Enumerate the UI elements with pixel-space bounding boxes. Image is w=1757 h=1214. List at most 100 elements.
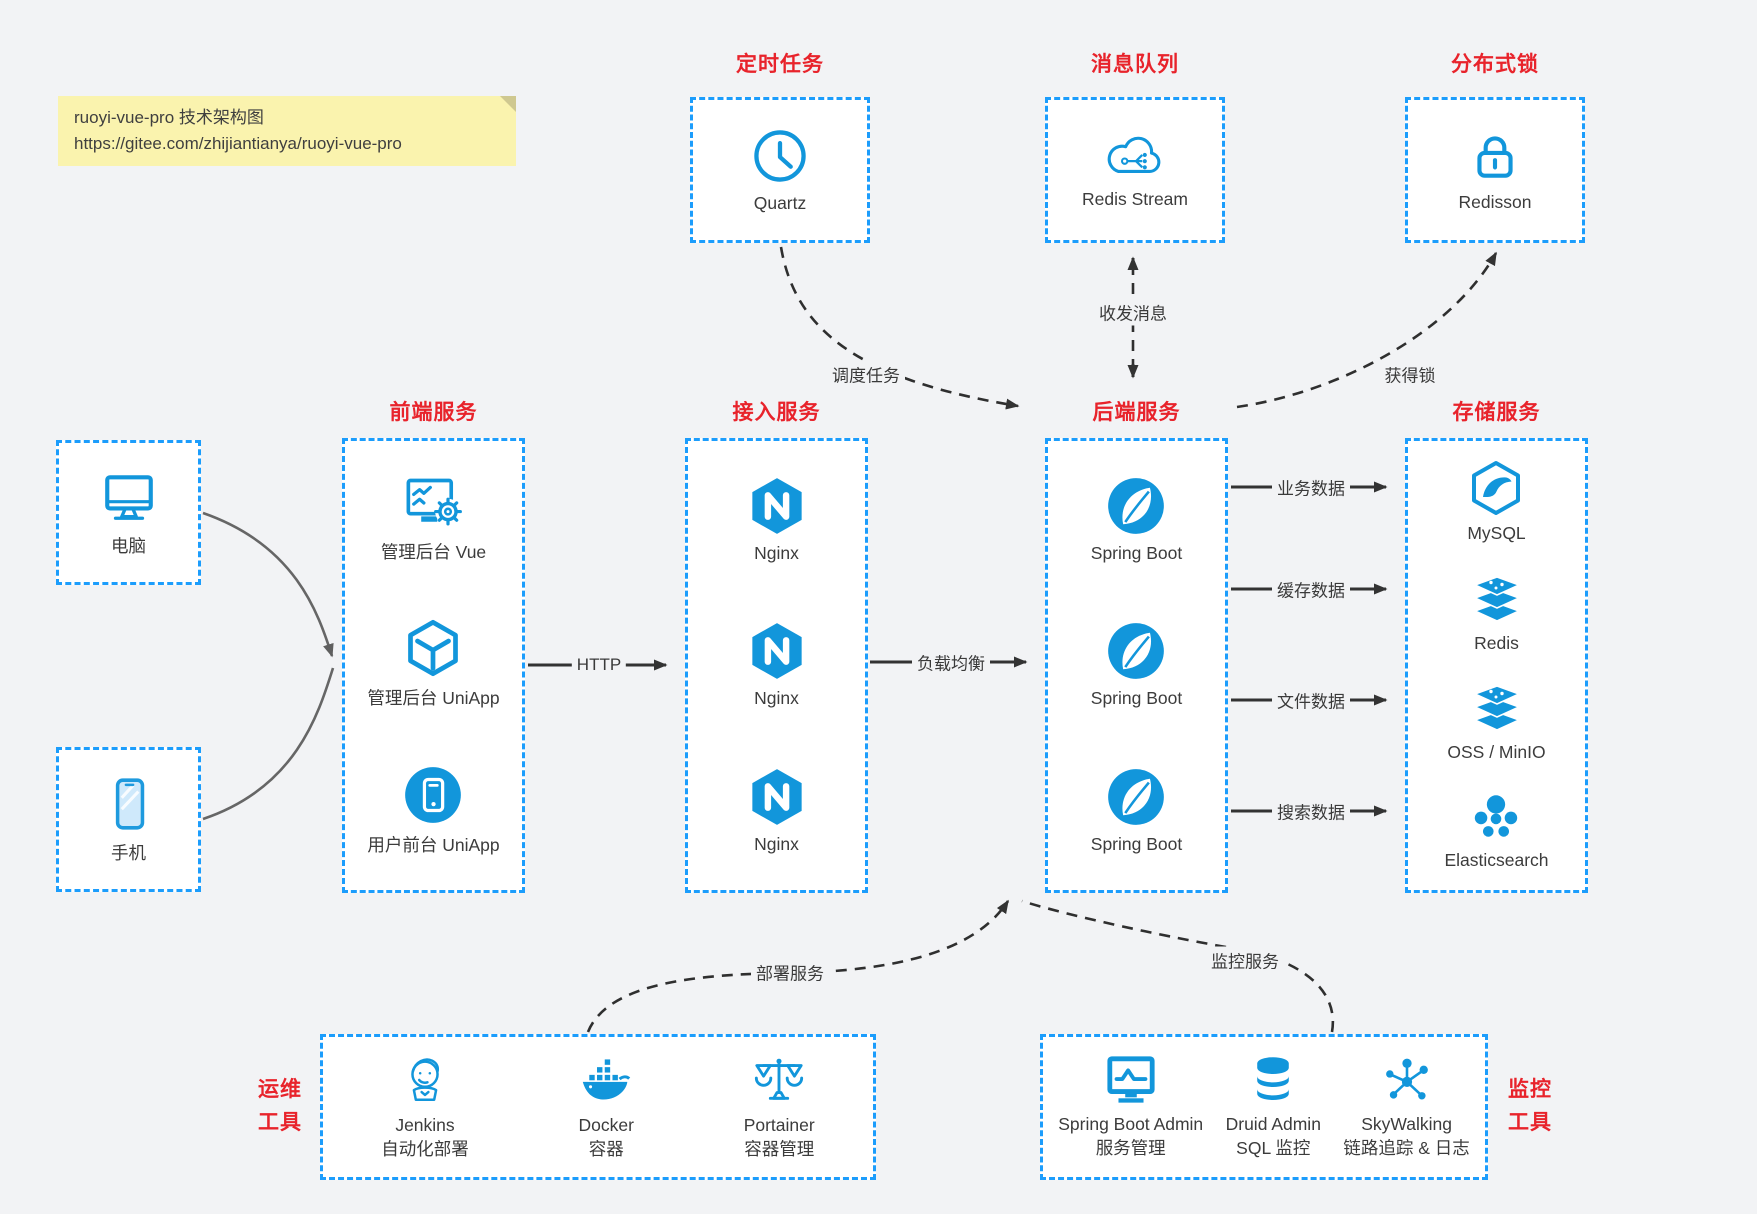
nginx-item-2: Nginx xyxy=(747,621,807,709)
spring-boot-icon xyxy=(1108,769,1165,825)
portainer-item: Portainer 容器管理 xyxy=(744,1053,815,1161)
title-storage: 存储服务 xyxy=(1452,401,1541,424)
jenkins-label: Jenkins xyxy=(395,1114,455,1135)
spring-boot-item-1: Spring Boot xyxy=(1091,476,1182,564)
edge-pc-to-frontend xyxy=(202,511,334,658)
desktop-icon xyxy=(104,474,153,520)
nginx-item-1: Nginx xyxy=(747,476,807,564)
user-frontend-item: 用户前台 UniApp xyxy=(367,765,500,857)
title-scheduled-task: 定时任务 xyxy=(736,53,824,76)
oss-minio-stack-icon xyxy=(1472,685,1521,732)
portainer-sublabel: 容器管理 xyxy=(744,1138,815,1159)
edge-label-cache-data: 缓存数据 xyxy=(1272,575,1350,603)
skywalking-icon xyxy=(1385,1058,1428,1100)
nginx-icon xyxy=(751,623,802,680)
druid-icon xyxy=(1257,1057,1290,1100)
mysql-label: MySQL xyxy=(1467,522,1526,543)
nginx-item-3: Nginx xyxy=(747,767,807,855)
edge-phone-to-frontend xyxy=(202,667,335,821)
title-gateway: 接入服务 xyxy=(732,401,821,424)
edge-label-monitor-service: 监控服务 xyxy=(1206,946,1284,974)
druid-label: Druid Admin xyxy=(1225,1113,1321,1134)
gateway-box: Nginx Nginx Nginx xyxy=(685,438,868,893)
edge-label-load-balance: 负载均衡 xyxy=(912,648,990,676)
title-monitor-tools: 监控 工具 xyxy=(1508,1078,1552,1134)
redis-item: Redis xyxy=(1468,570,1526,654)
docker-caption: Docker 容器 xyxy=(579,1114,634,1161)
spring-boot-admin-caption: Spring Boot Admin 服务管理 xyxy=(1058,1113,1203,1160)
user-frontend-icon xyxy=(405,766,462,823)
edge-label-file-data: 文件数据 xyxy=(1272,686,1350,714)
redis-stack-icon xyxy=(1472,575,1521,622)
docker-label: Docker xyxy=(578,1114,634,1135)
elasticsearch-label: Elasticsearch xyxy=(1444,850,1549,871)
redis-stream-label: Redis Stream xyxy=(1081,189,1188,209)
mysql-icon xyxy=(1472,460,1521,515)
quartz-label: Quartz xyxy=(753,193,807,213)
spring-boot-label: Spring Boot xyxy=(1090,542,1183,563)
monitor-tools-box: Spring Boot Admin 服务管理 Druid Admin SQL 监… xyxy=(1040,1034,1488,1180)
title-frontend: 前端服务 xyxy=(389,401,478,424)
spring-boot-admin-sublabel: 服务管理 xyxy=(1095,1137,1166,1158)
mobile-client-box: 手机 xyxy=(56,747,201,892)
pc-client-box: 电脑 xyxy=(56,440,201,585)
admin-uniapp-item: 管理后台 UniApp xyxy=(367,618,500,710)
phone-icon xyxy=(115,777,144,830)
portainer-caption: Portainer 容器管理 xyxy=(744,1114,815,1161)
redisson-item: Redisson xyxy=(1459,127,1531,213)
spring-boot-item-2: Spring Boot xyxy=(1091,621,1182,709)
spring-boot-admin-label: Spring Boot Admin xyxy=(1058,1113,1204,1134)
storage-box: MySQL Redis xyxy=(1405,438,1588,893)
sticky-note-fold-icon xyxy=(500,96,516,112)
jenkins-icon xyxy=(411,1058,440,1101)
title-message-queue: 消息队列 xyxy=(1091,53,1179,76)
edge-label-schedule-task: 调度任务 xyxy=(827,360,905,388)
nginx-label: Nginx xyxy=(754,688,799,709)
sticky-note: ruoyi-vue-pro 技术架构图 https://gitee.com/zh… xyxy=(58,96,516,166)
admin-vue-item: 管理后台 Vue xyxy=(381,474,486,564)
ops-tools-box: Jenkins 自动化部署 Docker xyxy=(320,1034,876,1180)
portainer-icon xyxy=(755,1058,804,1100)
redis-stream-item: Redis Stream xyxy=(1082,130,1188,210)
edge-acquire-lock-line xyxy=(1236,251,1498,409)
spring-boot-admin-item: Spring Boot Admin 服务管理 xyxy=(1058,1054,1203,1160)
redis-label: Redis xyxy=(1474,632,1519,653)
nginx-icon xyxy=(751,477,802,534)
edge-label-send-receive-message: 收发消息 xyxy=(1094,298,1172,326)
distributed-lock-box: Redisson xyxy=(1405,97,1585,243)
edge-label-search-data: 搜索数据 xyxy=(1272,797,1350,825)
edge-label-acquire-lock: 获得锁 xyxy=(1379,360,1441,388)
druid-sublabel: SQL 监控 xyxy=(1236,1137,1311,1158)
message-queue-box: Redis Stream xyxy=(1045,97,1225,243)
mysql-item: MySQL xyxy=(1467,460,1526,544)
quartz-item: Quartz xyxy=(750,126,810,214)
oss-minio-item: OSS / MinIO xyxy=(1447,679,1546,763)
spring-boot-item-3: Spring Boot xyxy=(1091,767,1182,855)
lock-icon xyxy=(1477,136,1513,178)
mobile-label: 手机 xyxy=(111,842,146,863)
title-backend: 后端服务 xyxy=(1092,401,1181,424)
docker-item: Docker 容器 xyxy=(577,1053,635,1161)
title-distributed-lock: 分布式锁 xyxy=(1451,53,1539,76)
druid-caption: Druid Admin SQL 监控 xyxy=(1226,1113,1321,1160)
pc-label: 电脑 xyxy=(111,535,146,556)
edge-label-deploy-service: 部署服务 xyxy=(751,958,829,986)
note-url: https://gitee.com/zhijiantianya/ruoyi-vu… xyxy=(74,134,402,154)
spring-boot-icon xyxy=(1108,623,1165,680)
cloud-network-icon xyxy=(1107,136,1161,174)
uniapp-cube-icon xyxy=(408,620,459,677)
backend-box: Spring Boot Spring Boot Spring Boot xyxy=(1045,438,1228,893)
portainer-label: Portainer xyxy=(743,1114,815,1135)
nginx-label: Nginx xyxy=(754,834,799,855)
spring-boot-icon xyxy=(1108,477,1165,534)
jenkins-caption: Jenkins 自动化部署 xyxy=(381,1114,469,1161)
docker-icon xyxy=(583,1057,631,1100)
scheduled-task-box: Quartz xyxy=(690,97,870,243)
admin-uniapp-label: 管理后台 UniApp xyxy=(367,688,500,709)
spring-boot-label: Spring Boot xyxy=(1090,834,1183,855)
edge-label-business-data: 业务数据 xyxy=(1272,473,1350,501)
skywalking-sublabel: 链路追踪 & 日志 xyxy=(1343,1137,1470,1158)
jenkins-item: Jenkins 自动化部署 xyxy=(381,1053,469,1161)
edge-label-http: HTTP xyxy=(571,654,627,676)
